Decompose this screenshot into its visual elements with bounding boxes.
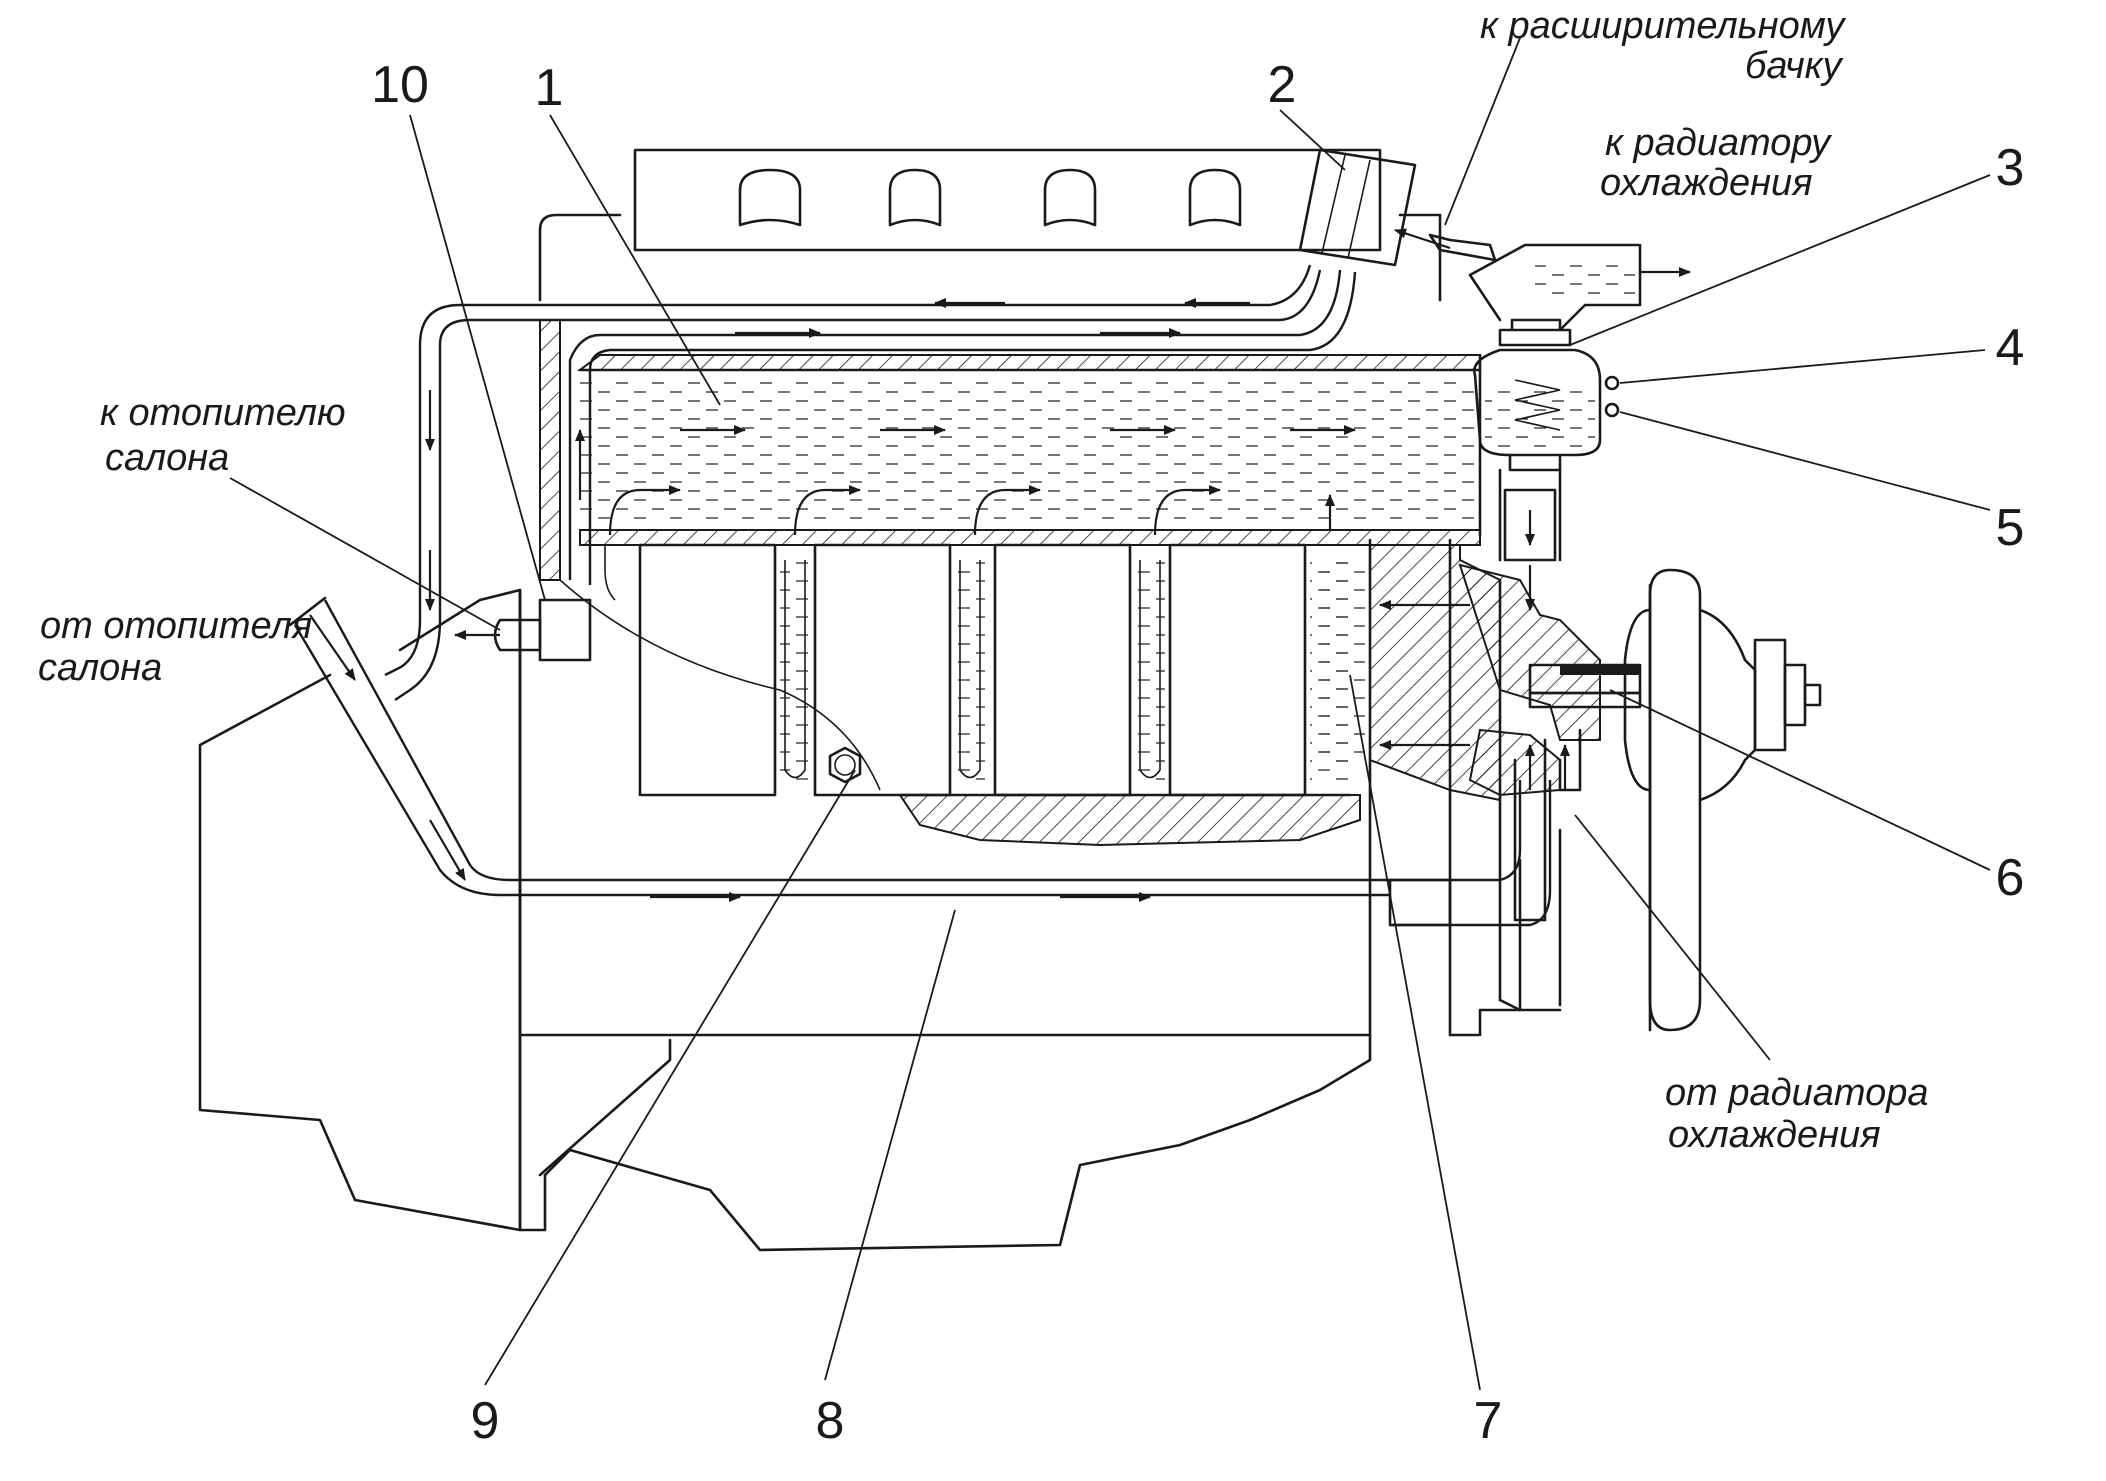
expansion-tank-label-line2: бачку — [1745, 45, 1844, 87]
from-radiator-label-line2: охлаждения — [1668, 1114, 1881, 1156]
part-numbers: 10 1 2 3 4 5 6 7 8 9 — [371, 56, 2024, 1450]
label-1: 1 — [535, 59, 564, 117]
label-3: 3 — [1996, 139, 2025, 197]
label-2: 2 — [1268, 56, 1297, 114]
water-pump — [1320, 233, 1642, 922]
valve-cover — [633, 148, 1417, 267]
label-6: 6 — [1996, 849, 2025, 907]
expansion-tank-label-line1: к расширительному — [1480, 5, 1846, 47]
label-10: 10 — [371, 56, 429, 114]
cylinders — [559, 543, 1361, 847]
drain-plug — [828, 746, 862, 784]
flow-arrows — [309, 228, 1691, 902]
label-5: 5 — [1996, 499, 2025, 557]
coolant-pipes — [288, 264, 1552, 927]
from-heater-label-line2: салона — [38, 647, 162, 689]
pulley — [1623, 568, 1822, 1032]
to-heater-label-line2: салона — [105, 437, 229, 479]
label-9: 9 — [471, 1392, 500, 1450]
from-heater-label-line1: от отопителя — [40, 605, 312, 647]
label-4: 4 — [1996, 319, 2025, 377]
leader-lines — [229, 37, 1991, 1391]
to-heater-label-line1: к отопителю — [100, 392, 346, 434]
from-radiator-label-line1: от радиатора — [1665, 1072, 1929, 1114]
to-radiator-label-line2: охлаждения — [1600, 162, 1813, 204]
callout-labels: к расширительному бачку к радиатору охла… — [38, 5, 1929, 1156]
label-8: 8 — [816, 1392, 845, 1450]
to-radiator-label-line1: к радиатору — [1605, 122, 1832, 164]
head-jacket — [539, 319, 1482, 581]
label-7: 7 — [1474, 1392, 1503, 1450]
